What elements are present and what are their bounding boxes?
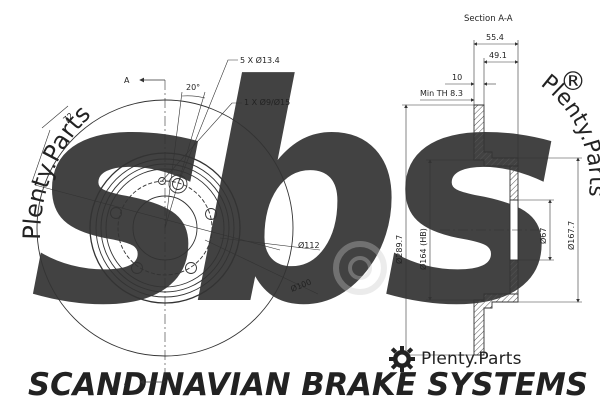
angle-ref-line-2 (164, 91, 183, 229)
front-view (31, 59, 321, 385)
section-view (402, 40, 582, 356)
label-holes: 5 X Ø13.4 (240, 55, 280, 65)
leader-pcd (41, 105, 69, 129)
label-section-top: A (124, 76, 130, 85)
leader-d100 (204, 239, 319, 295)
plenty-parts-text: Plenty.Parts (421, 349, 522, 369)
watermark-gear-icon (333, 241, 387, 295)
leader-small-holes (161, 102, 242, 182)
locator-hole-ring (168, 174, 188, 194)
leader-holes (177, 59, 238, 185)
label-small-holes: 1 X Ø9/Ø15 (244, 97, 290, 107)
dim-10: 10 (452, 73, 462, 82)
dim-49-1: 49.1 (489, 51, 507, 60)
bolt-hole (110, 207, 122, 219)
leader-d112 (219, 237, 321, 251)
watermark-tagline: SCANDINAVIAN BRAKE SYSTEMS (28, 367, 588, 400)
locator-hole (158, 177, 166, 185)
plenty-parts-logo: Plenty.Parts (388, 344, 522, 374)
bolt-hole (172, 178, 184, 190)
angle-arc (181, 95, 206, 99)
dim-min-th: Min TH 8.3 (420, 89, 463, 98)
dim-outer-dia: Ø289.7 (394, 235, 404, 264)
dim-hub-dia: Ø164 (HB) (418, 228, 428, 270)
angle-ref-line (164, 91, 206, 229)
bolt-hole (205, 208, 217, 220)
label-d112: Ø112 (298, 240, 320, 250)
section-title: Section A-A (464, 14, 513, 24)
gear-icon (389, 346, 415, 372)
watermark-registered-mark: ® (560, 67, 586, 97)
label-section-bottom: A (124, 378, 130, 387)
dim-55-4: 55.4 (486, 33, 504, 42)
watermark-arc-text-right-path: Plenty.Parts (536, 70, 600, 198)
watermark-arc-text-right: Plenty.Parts (536, 70, 600, 198)
centerline-diagonal (34, 184, 281, 251)
section-view-labels: Section A-A 55.4 49.1 10 Min TH 8.3 Ø289… (394, 14, 576, 270)
dim-hat: Ø167.7 (566, 221, 576, 250)
label-angle: 20° (186, 83, 200, 92)
leader-pcd-2 (31, 129, 51, 183)
bolt-hole (185, 262, 197, 274)
section-profile-bottom (473, 293, 519, 356)
bolt-hole (131, 262, 143, 274)
dim-bore: Ø67 (538, 228, 548, 244)
